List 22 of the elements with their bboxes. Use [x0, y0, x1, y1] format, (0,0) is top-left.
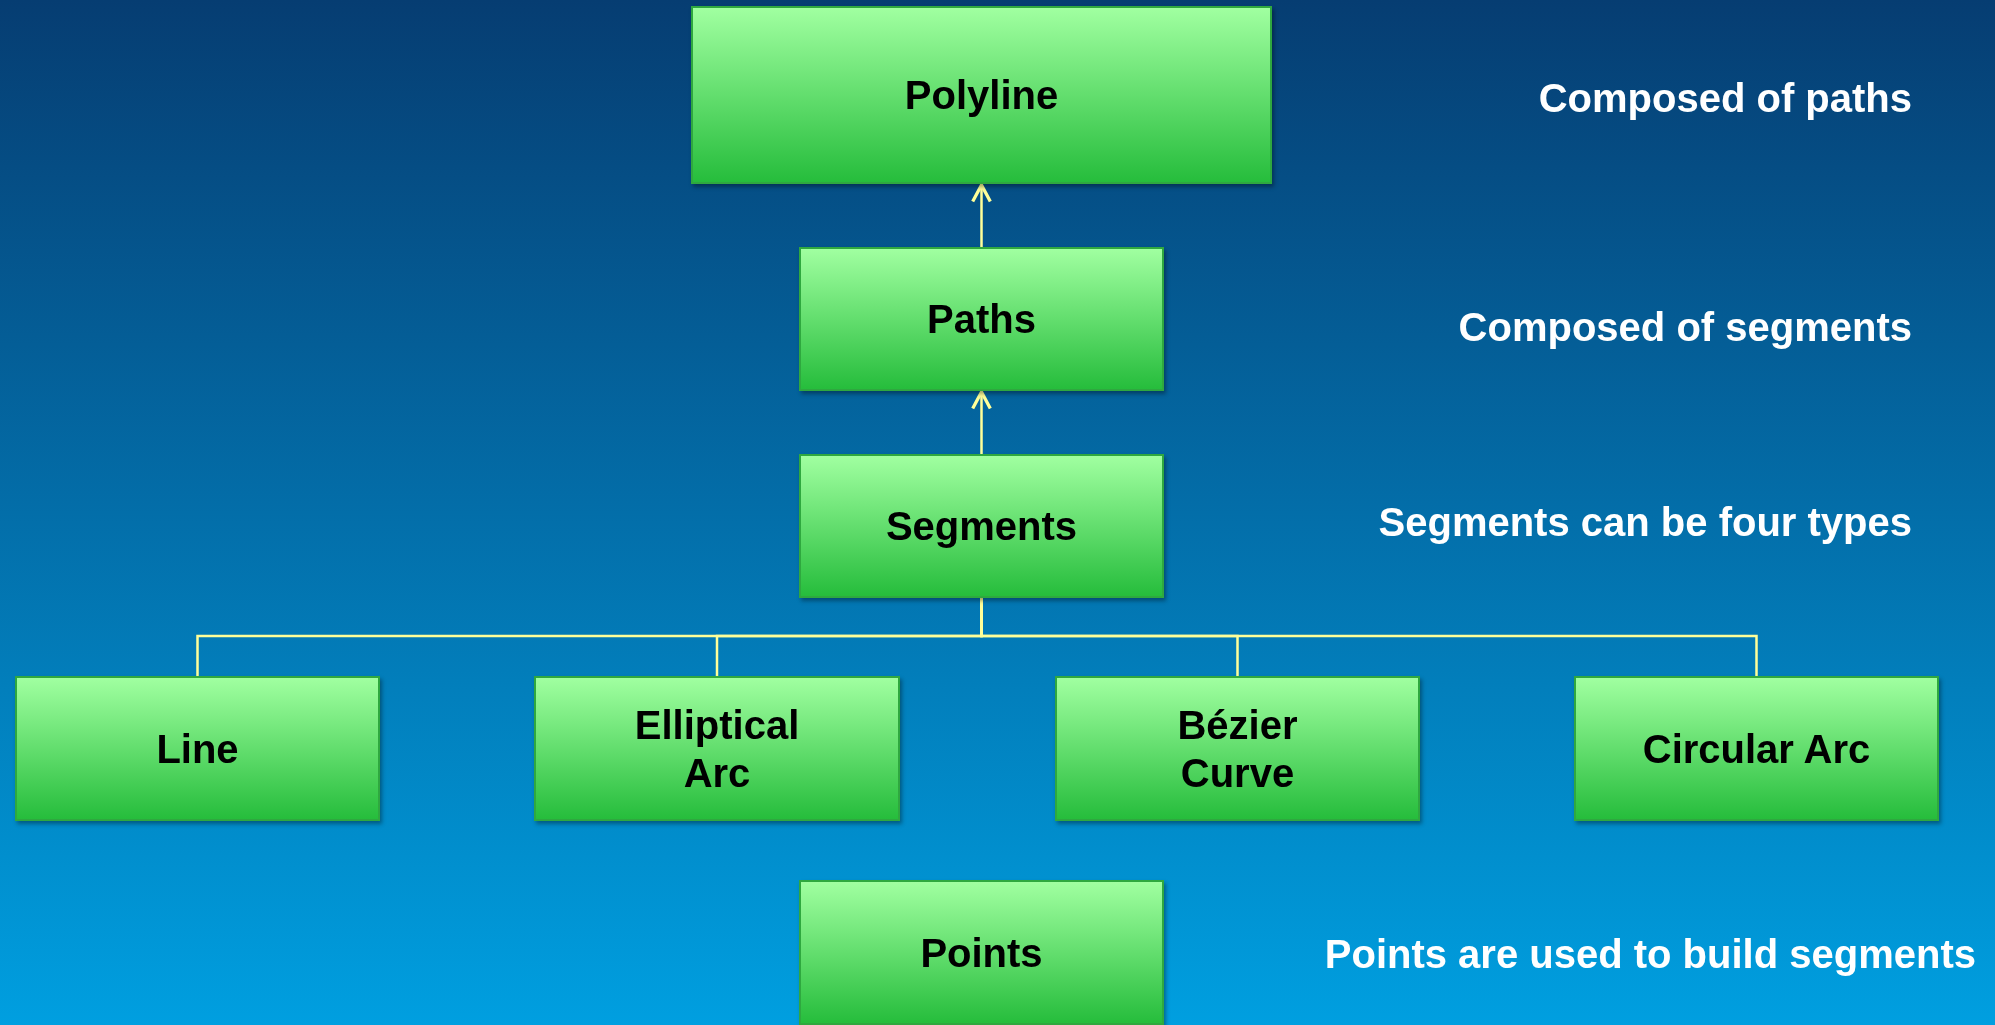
- node-label: Line: [156, 725, 239, 773]
- process-box: [1574, 676, 1939, 821]
- node-label: Points: [920, 929, 1043, 977]
- process-box: [15, 676, 380, 821]
- node-label: Polyline: [904, 72, 1059, 119]
- annotation-text: Segments can be four types: [1378, 499, 1912, 545]
- process-box: [1055, 676, 1420, 821]
- annotation-text: Points are used to build segments: [1324, 931, 1976, 977]
- process-box: [534, 676, 900, 821]
- node-label: Segments: [885, 503, 1078, 550]
- process-box: [799, 454, 1164, 598]
- process-box: [691, 6, 1272, 184]
- annotation-text: Composed of paths: [1538, 75, 1912, 121]
- node-label: Bézier Curve: [1176, 701, 1299, 797]
- arrow: [971, 390, 992, 454]
- process-box: [799, 247, 1164, 391]
- process-box: [799, 880, 1164, 1025]
- node-label: Circular Arc: [1642, 725, 1871, 773]
- annotation-text: Composed of segments: [1458, 304, 1912, 350]
- node-label: Paths: [927, 296, 1036, 343]
- arrow: [971, 183, 992, 247]
- node-label: Elliptical Arc: [633, 701, 801, 797]
